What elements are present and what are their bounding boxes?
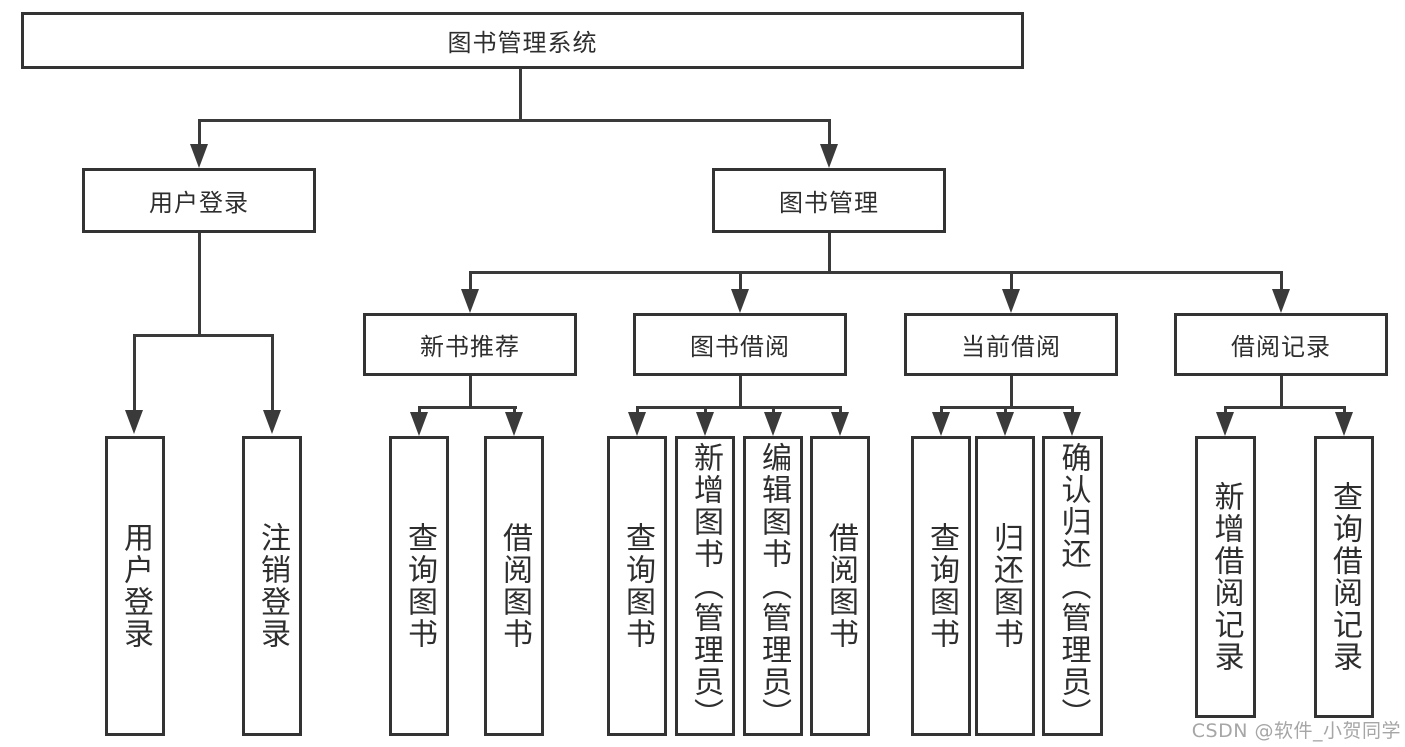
connector-root-rail	[197, 118, 831, 122]
leaf-logout: 注销登录	[242, 436, 302, 736]
connector-userlogin-rail	[132, 333, 274, 337]
connector-bookmgmt-rail	[468, 270, 1283, 274]
arrowhead-down-icon	[190, 144, 208, 168]
leaf-label: 查询借阅记录	[1327, 481, 1362, 673]
connector-arrow-stem	[270, 335, 274, 411]
node-label: 图书管理系统	[447, 29, 598, 57]
leaf-label: 编辑图书（管理员）	[756, 442, 791, 730]
leaf-label: 用户登录	[118, 522, 153, 650]
leaf-edit-book-admin: 编辑图书（管理员）	[743, 436, 803, 736]
arrowhead-down-icon	[831, 412, 849, 436]
arrowhead-down-icon	[1063, 412, 1081, 436]
connector-arrow-stem	[635, 407, 639, 413]
arrowhead-down-icon	[410, 412, 428, 436]
connector-arrow-stem	[1009, 272, 1013, 290]
arrowhead-down-icon	[505, 412, 523, 436]
connector-arrow-stem	[738, 272, 742, 290]
leaf-borrow-book: 借阅图书	[810, 436, 870, 736]
leaf-query-book-current: 查询图书	[911, 436, 971, 736]
leaf-query-book-newbook: 查询图书	[389, 436, 449, 736]
leaf-label: 查询图书	[620, 522, 655, 650]
arrowhead-down-icon	[696, 412, 714, 436]
connector-arrow-stem	[468, 272, 472, 290]
connector-newbook-rail	[417, 405, 517, 409]
leaf-add-borrow-record: 新增借阅记录	[1195, 436, 1256, 718]
leaf-borrow-book-newbook: 借阅图书	[484, 436, 544, 736]
leaf-add-book-admin: 新增图书（管理员）	[675, 436, 735, 736]
arrowhead-down-icon	[628, 412, 646, 436]
node-label: 新书推荐	[420, 333, 520, 361]
leaf-return-book: 归还图书	[975, 436, 1035, 736]
connector-bookborrow-stem	[738, 376, 742, 407]
leaf-label: 借阅图书	[823, 522, 858, 650]
node-label: 借阅记录	[1231, 333, 1331, 361]
arrowhead-down-icon	[996, 412, 1014, 436]
node-label: 图书管理	[779, 189, 879, 217]
connector-arrow-stem	[417, 407, 421, 413]
arrowhead-down-icon	[263, 410, 281, 434]
node-borrow-record: 借阅记录	[1174, 313, 1388, 376]
node-current-borrow: 当前借阅	[904, 313, 1118, 376]
node-label: 用户登录	[149, 189, 249, 217]
node-library-management-system: 图书管理系统	[21, 12, 1024, 69]
leaf-label: 归还图书	[988, 522, 1023, 650]
node-book-borrow: 图书借阅	[633, 313, 847, 376]
leaf-label: 新增借阅记录	[1208, 481, 1244, 673]
leaf-query-book-borrow: 查询图书	[607, 436, 667, 736]
arrowhead-down-icon	[1335, 412, 1353, 436]
connector-arrow-stem	[1070, 407, 1074, 413]
leaf-label: 新增图书（管理员）	[688, 442, 723, 730]
leaf-label: 查询图书	[924, 522, 959, 650]
connector-arrow-stem	[939, 407, 943, 413]
connector-bookborrow-rail	[635, 405, 842, 409]
connector-bookmgmt-stem	[827, 233, 831, 272]
leaf-user-login: 用户登录	[105, 436, 165, 736]
leaf-query-borrow-record: 查询借阅记录	[1314, 436, 1374, 718]
arrowhead-down-icon	[461, 289, 479, 313]
node-label: 当前借阅	[961, 333, 1061, 361]
connector-arrow-stem	[1223, 407, 1227, 413]
connector-arrow-stem	[771, 407, 775, 413]
connector-arrow-stem	[1003, 407, 1007, 413]
leaf-label: 借阅图书	[497, 522, 532, 650]
connector-arrow-stem	[1342, 407, 1346, 413]
connector-arrow-stem	[197, 120, 201, 146]
node-new-book-recommend: 新书推荐	[363, 313, 577, 376]
arrowhead-down-icon	[1272, 289, 1290, 313]
connector-arrow-stem	[703, 407, 707, 413]
watermark: CSDN @软件_小贺同学	[1191, 720, 1401, 742]
connector-arrow-stem	[512, 407, 516, 413]
arrowhead-down-icon	[820, 144, 838, 168]
connector-userlogin-stem	[197, 233, 201, 335]
connector-arrow-stem	[1279, 272, 1283, 290]
leaf-label: 确认归还（管理员）	[1055, 442, 1091, 730]
arrowhead-down-icon	[1216, 412, 1234, 436]
connector-arrow-stem	[827, 120, 831, 146]
node-book-management: 图书管理	[712, 168, 946, 233]
node-label: 图书借阅	[690, 333, 790, 361]
connector-borrowrecord-rail	[1223, 405, 1346, 409]
arrowhead-down-icon	[764, 412, 782, 436]
connector-root-stem	[518, 68, 522, 120]
leaf-label: 查询图书	[402, 522, 437, 650]
arrowhead-down-icon	[1002, 289, 1020, 313]
arrowhead-down-icon	[125, 410, 143, 434]
leaf-label: 注销登录	[255, 522, 290, 650]
connector-arrow-stem	[838, 407, 842, 413]
node-user-login: 用户登录	[82, 168, 316, 233]
arrowhead-down-icon	[932, 412, 950, 436]
connector-currentborrow-stem	[1009, 376, 1013, 407]
leaf-confirm-return-admin: 确认归还（管理员）	[1042, 436, 1103, 736]
connector-currentborrow-rail	[939, 405, 1074, 409]
connector-arrow-stem	[132, 335, 136, 411]
connector-borrowrecord-stem	[1279, 376, 1283, 407]
connector-newbook-stem	[468, 376, 472, 407]
arrowhead-down-icon	[731, 289, 749, 313]
